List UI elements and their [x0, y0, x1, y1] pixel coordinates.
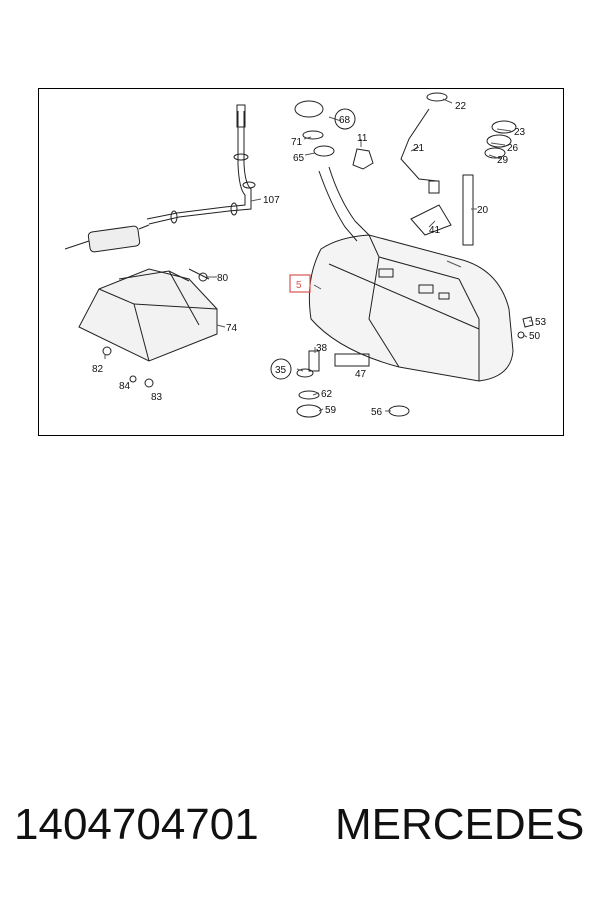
callout-11[interactable]: 11 — [357, 133, 368, 144]
callout-82[interactable]: 82 — [92, 364, 104, 375]
callout-20[interactable]: 20 — [477, 205, 489, 216]
callout-80[interactable]: 80 — [217, 273, 229, 284]
footer: 1404704701 MERCEDES — [0, 800, 600, 870]
callout-68[interactable]: 68 — [339, 115, 351, 126]
part-number: 1404704701 — [14, 800, 259, 849]
callout-22[interactable]: 22 — [455, 101, 467, 112]
callout-83[interactable]: 83 — [151, 392, 163, 403]
callout-35[interactable]: 35 — [275, 365, 287, 376]
callout-107[interactable]: 107 — [263, 195, 280, 206]
callout-62[interactable]: 62 — [321, 389, 333, 400]
callout-38[interactable]: 38 — [316, 343, 328, 354]
fuel-pipe-drawing — [146, 104, 256, 225]
callout-circle-35 — [270, 358, 292, 380]
callout-21[interactable]: 21 — [413, 143, 425, 154]
fuel-tank-exploded-diagram: 22 23 26 29 21 20 41 68 71 65 11 107 80 … — [64, 92, 547, 418]
heat-shield-drawing — [78, 268, 218, 362]
callout-circle-68 — [334, 108, 356, 130]
brand-name: MERCEDES — [335, 800, 585, 849]
callout-65[interactable]: 65 — [293, 153, 305, 164]
callout-71[interactable]: 71 — [291, 137, 303, 148]
callout-53[interactable]: 53 — [535, 317, 547, 328]
callout-26[interactable]: 26 — [507, 143, 519, 154]
callout-56[interactable]: 56 — [371, 407, 383, 418]
callout-29[interactable]: 29 — [497, 155, 509, 166]
fuel-filter-drawing — [64, 224, 150, 253]
callout-59[interactable]: 59 — [325, 405, 337, 416]
parts-diagram-frame: 22 23 26 29 21 20 41 68 71 65 11 107 80 … — [38, 88, 564, 436]
callout-41[interactable]: 41 — [429, 225, 441, 236]
callout-5[interactable]: 5 — [296, 280, 302, 291]
callout-84[interactable]: 84 — [119, 381, 131, 392]
callout-50[interactable]: 50 — [529, 331, 541, 342]
fuel-tank-drawing — [308, 166, 514, 382]
callout-74[interactable]: 74 — [226, 323, 238, 334]
highlighted-callout-box[interactable] — [289, 274, 311, 293]
callout-47[interactable]: 47 — [355, 369, 367, 380]
callout-23[interactable]: 23 — [514, 127, 526, 138]
